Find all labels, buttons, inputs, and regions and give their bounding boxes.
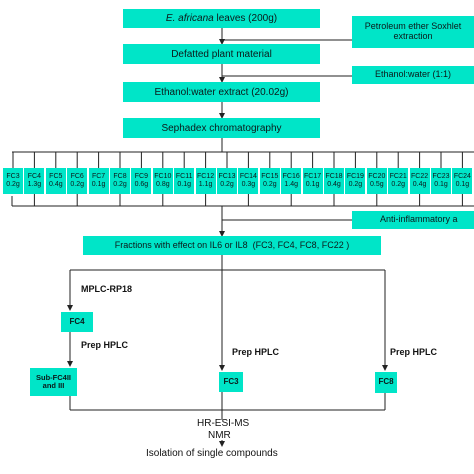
fraction-mass: 1.4g	[284, 181, 298, 188]
fraction-mass: 0.2g	[6, 181, 20, 188]
anti-inflammatory-box: Anti-inflammatory a	[352, 211, 474, 229]
fc4-label: FC4	[69, 316, 85, 326]
mplc-label: MPLC-RP18	[81, 284, 133, 294]
fraction-name: FC16	[282, 173, 300, 181]
fc4-box: FC4	[61, 312, 93, 332]
fraction-name: FC18	[325, 173, 343, 181]
fraction-name: FC24	[453, 173, 471, 181]
fraction-mass: 0.4g	[48, 181, 63, 188]
defatted-label: Defatted plant material	[171, 48, 272, 60]
fraction-name: FC17	[304, 173, 322, 181]
leaves-box: E. africana leaves (200g)	[123, 9, 320, 28]
extract-label: Ethanol:water extract (20.02g)	[154, 86, 289, 98]
fraction-mass: 0.1g	[434, 181, 448, 188]
fraction-name: FC21	[389, 173, 407, 181]
fraction-name: FC11	[175, 173, 193, 181]
fraction-mass: 0.2g	[220, 181, 234, 188]
fraction-mass: 0.8g	[155, 181, 170, 188]
fractions-effect-box: Fractions with effect on IL6 or IL8 (FC3…	[83, 236, 381, 255]
fraction-name: FC14	[239, 173, 257, 181]
petroleum-box: Petroleum ether Soxhlet extraction	[352, 16, 474, 48]
fraction-name: FC15	[261, 173, 279, 181]
fraction-name: FC7	[91, 173, 106, 181]
fraction-name: FC5	[49, 173, 63, 181]
fraction-mass: 0.2g	[262, 181, 277, 188]
fraction-mass: 0.3g	[241, 181, 256, 188]
leaves-species: E. africana	[165, 13, 214, 24]
petroleum-label: Petroleum ether Soxhlet extraction	[364, 21, 462, 41]
fraction-mass: 0.1g	[455, 181, 470, 188]
fraction-mass: 0.5g	[369, 181, 384, 188]
defatted-box: Defatted plant material	[123, 44, 320, 64]
fraction-name: FC20	[368, 173, 386, 181]
isolation-label: Isolation of single compounds	[146, 448, 278, 459]
sephadex-label: Sephadex chromatography	[161, 122, 282, 134]
fraction-mass: 0.2g	[113, 181, 127, 188]
sub-fc4-box: Sub-FC4II and III	[30, 368, 77, 396]
hr-esi-ms-label: HR-ESI-MS	[197, 418, 250, 429]
fraction-name: FC8	[113, 173, 127, 181]
fraction-mass: 0.2g	[391, 181, 405, 188]
fraction-mass: 0.1g	[177, 181, 191, 188]
fraction-mass: 0.6g	[134, 181, 149, 188]
leaves-mass: leaves (200g)	[213, 13, 278, 24]
prep-hplc-label-right: Prep HPLC	[390, 347, 438, 357]
fraction-mass: 0.4g	[412, 181, 427, 188]
fc3-box: FC3	[219, 372, 243, 392]
anti-inflammatory-label: Anti-inflammatory a	[380, 214, 458, 225]
fc8-label: FC8	[378, 377, 394, 387]
ethanol-water-box: Ethanol:water (1:1)	[352, 66, 474, 84]
extract-box: Ethanol:water extract (20.02g)	[123, 82, 320, 102]
sephadex-box: Sephadex chromatography	[123, 118, 320, 138]
fraction-name: FC9	[134, 173, 148, 181]
fraction-name: FC22	[411, 173, 429, 181]
fc3-label: FC3	[223, 376, 239, 386]
fraction-mass: 0.1g	[305, 181, 320, 188]
fraction-name: FC3	[6, 173, 20, 181]
fc8-box: FC8	[375, 372, 397, 393]
fraction-mass: 0.4g	[327, 181, 341, 188]
fraction-name: FC12	[197, 173, 215, 181]
fraction-name: FC10	[154, 173, 172, 181]
fraction-name: FC4	[27, 173, 41, 181]
fraction-mass: 1.3g	[27, 181, 42, 188]
prep-hplc-label-center: Prep HPLC	[232, 347, 280, 357]
sub-fc4-label: Sub-FC4II and III	[36, 372, 71, 390]
fraction-name: FC13	[218, 173, 236, 181]
fraction-name: FC19	[346, 173, 364, 181]
fraction-mass: 0.1g	[91, 181, 106, 188]
nmr-label: NMR	[208, 430, 231, 441]
fraction-mass: 0.2g	[70, 181, 84, 188]
fractions-effect-label: Fractions with effect on IL6 or IL8 (FC3…	[114, 239, 350, 250]
ethanol-water-label: Ethanol:water (1:1)	[374, 69, 452, 80]
fraction-mass: 0.2g	[348, 181, 363, 188]
fraction-name: FC23	[432, 173, 450, 181]
fraction-name: FC6	[70, 173, 84, 181]
prep-hplc-label-left: Prep HPLC	[81, 340, 129, 350]
fraction-mass: 1.1g	[198, 181, 213, 188]
